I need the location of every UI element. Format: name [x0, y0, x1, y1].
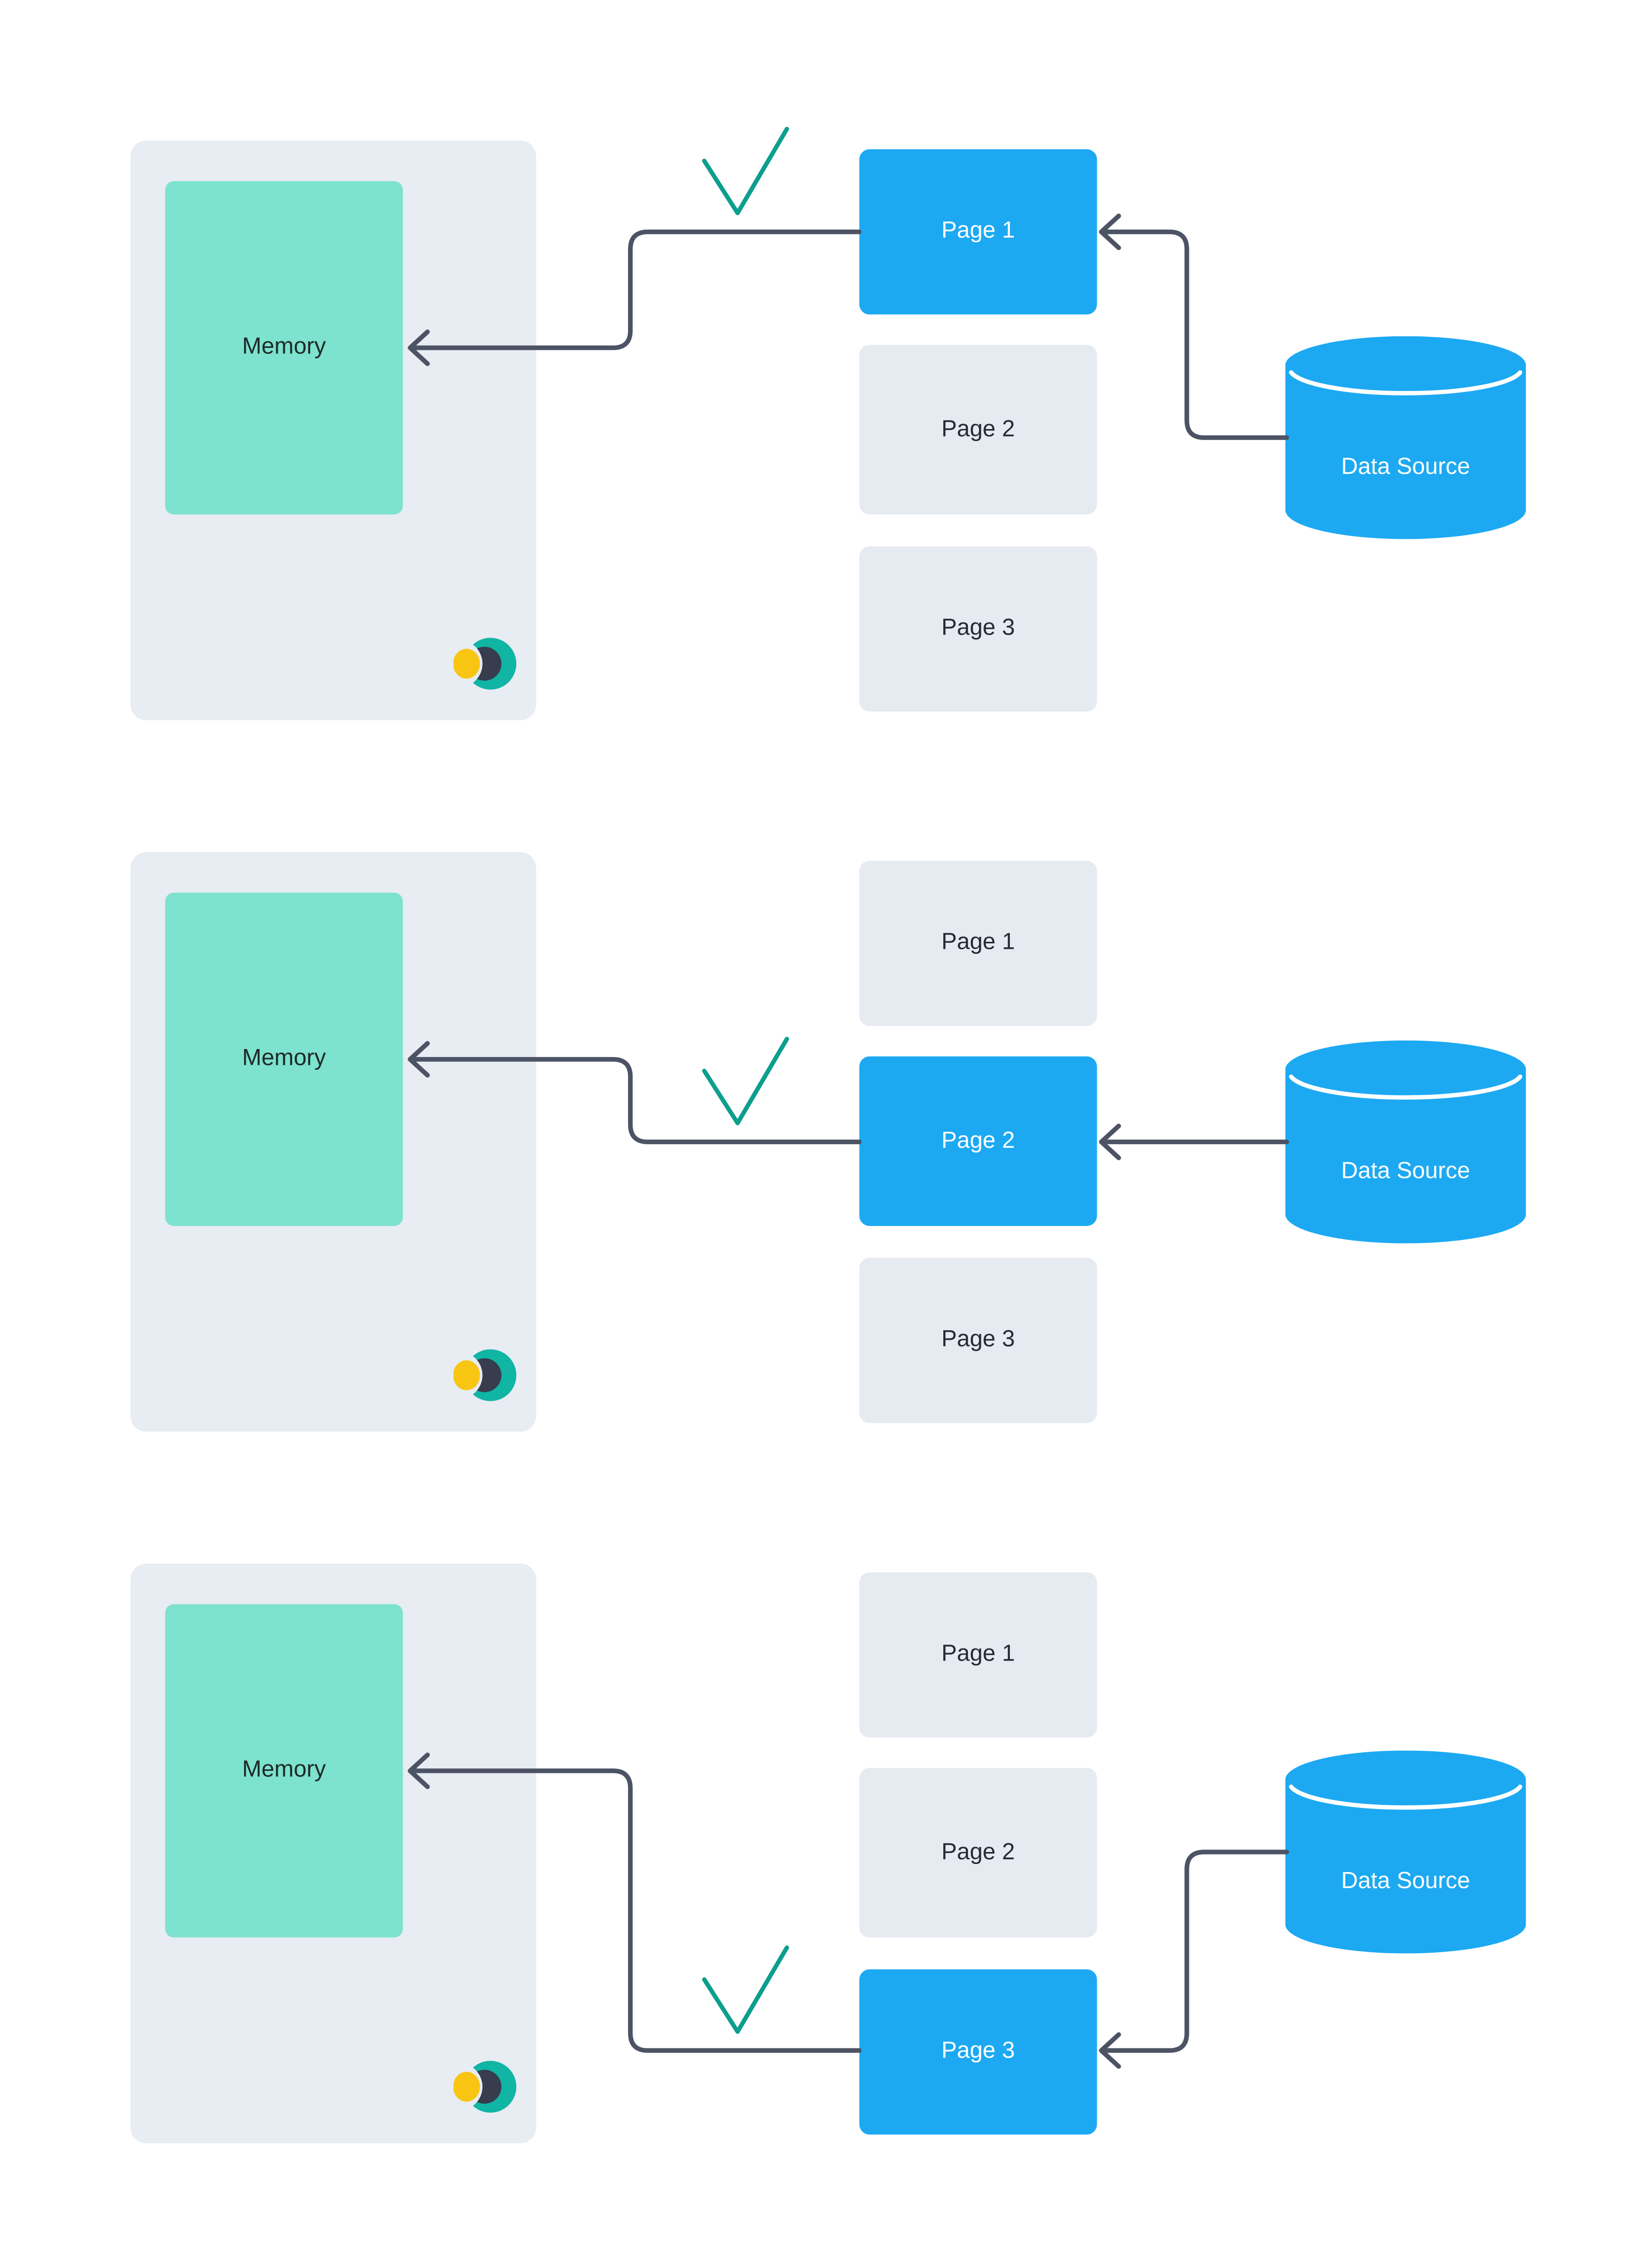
page-label: Page 3 [941, 2038, 1015, 2064]
eclipse-logo-icon [453, 638, 517, 690]
memory-box: Memory [165, 1604, 403, 1938]
data-source-label: Data Source [1341, 455, 1471, 480]
page-box-1: Page 1 [859, 1572, 1097, 1738]
diagram-row-3: Memory Page 1 Page 2 Page 3 [0, 1423, 1652, 2148]
checkmark-icon [702, 1037, 789, 1126]
diagram-row-1: Memory Page 1 Page 2 Page 3 [0, 0, 1652, 725]
data-source-cylinder: Data Source [1285, 1750, 1526, 1954]
page-box-2: Page 2 [859, 345, 1097, 515]
memory-label: Memory [242, 334, 326, 360]
page-label: Page 1 [941, 1641, 1015, 1667]
page-box-2: Page 2 [859, 1768, 1097, 1938]
page-box-1: Page 1 [859, 861, 1097, 1026]
page-box-1: Page 1 [859, 149, 1097, 315]
page-box-3: Page 3 [859, 1258, 1097, 1423]
page-label: Page 3 [941, 1327, 1015, 1352]
memory-label: Memory [242, 1046, 326, 1071]
memory-box: Memory [165, 892, 403, 1226]
checkmark-icon [702, 1945, 789, 2034]
memory-box: Memory [165, 181, 403, 515]
memory-panel: Memory [130, 140, 536, 720]
data-source-label: Data Source [1341, 1159, 1471, 1184]
memory-label: Memory [242, 1758, 326, 1783]
diagram-row-2: Memory Page 1 Page 2 Page 3 [0, 712, 1652, 1436]
data-source-cylinder: Data Source [1285, 1040, 1526, 1244]
memory-panel: Memory [130, 1563, 536, 2144]
eclipse-logo-icon [453, 2061, 517, 2113]
eclipse-logo-icon [453, 1349, 517, 1401]
page-label: Page 2 [941, 417, 1015, 442]
data-source-label: Data Source [1341, 1869, 1471, 1894]
memory-panel: Memory [130, 852, 536, 1432]
page-label: Page 2 [941, 1128, 1015, 1153]
data-source-cylinder: Data Source [1285, 336, 1526, 539]
checkmark-icon [702, 126, 789, 216]
page-label: Page 3 [941, 615, 1015, 641]
page-label: Page 1 [941, 930, 1015, 955]
page-box-2: Page 2 [859, 1056, 1097, 1226]
page-label: Page 1 [941, 219, 1015, 244]
database-cylinder-icon [1285, 336, 1526, 539]
page-box-3: Page 3 [859, 546, 1097, 712]
database-cylinder-icon [1285, 1040, 1526, 1244]
database-cylinder-icon [1285, 1750, 1526, 1954]
page-box-3: Page 3 [859, 1969, 1097, 2135]
page-label: Page 2 [941, 1839, 1015, 1865]
